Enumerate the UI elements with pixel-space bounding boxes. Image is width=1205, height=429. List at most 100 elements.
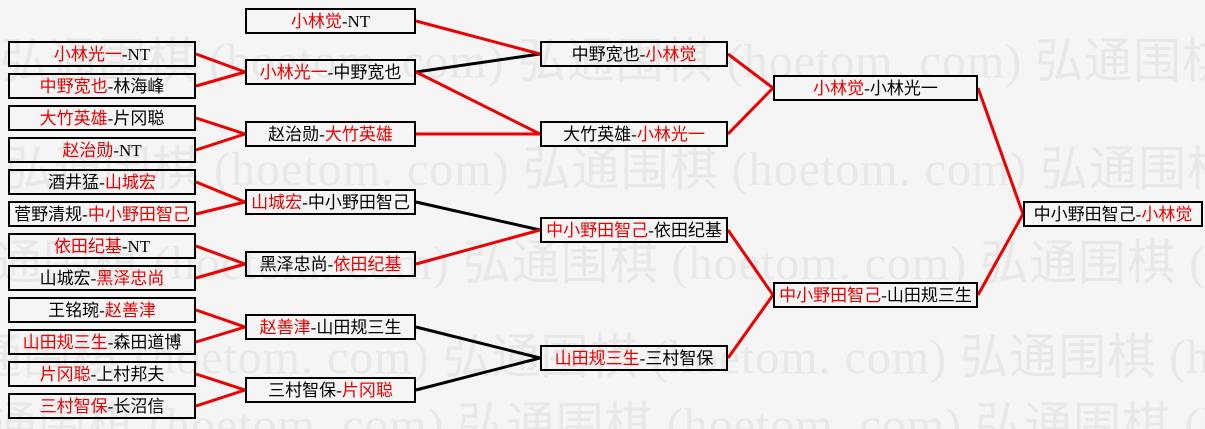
separator: -: [107, 76, 114, 96]
player-name: NT: [119, 140, 142, 160]
connector-line: [195, 116, 246, 136]
player-name: 赵善津: [259, 317, 311, 337]
player-name: 上村邦夫: [96, 364, 165, 384]
connector-line: [195, 200, 246, 216]
separator: -: [107, 396, 114, 416]
player-name: 山田规三生: [886, 285, 972, 305]
connector-line: [727, 52, 774, 90]
match-a4: 赵治勋-NT: [8, 137, 196, 163]
player-name: 小林光一: [53, 44, 122, 64]
separator: -: [336, 380, 342, 400]
separator: -: [107, 108, 114, 128]
player-name: 小林光一: [259, 62, 328, 82]
separator: -: [631, 124, 637, 144]
player-name: 黑泽忠尚: [96, 268, 165, 288]
separator: -: [121, 44, 128, 64]
separator: -: [99, 300, 105, 320]
match-a11: 片冈聪-上村邦夫: [8, 361, 196, 387]
player-name: 赵治勋: [62, 140, 114, 160]
match-a9: 王铭琬-赵善津: [8, 297, 196, 323]
connector-line: [195, 262, 246, 280]
player-name: 山田规三生: [554, 348, 640, 368]
match-e1: 中小野田智己-小林觉: [1023, 201, 1203, 227]
player-name: 中野宽也: [333, 62, 402, 82]
connector-line: [195, 325, 246, 344]
watermark-row: 弘通围棋 (hoetom. com) 弘通围棋 (hoetom. com) 弘通…: [0, 399, 1205, 429]
separator: -: [113, 140, 119, 160]
connector-line: [415, 356, 541, 392]
player-name: 山城宏: [251, 192, 303, 212]
connector-line: [726, 229, 775, 296]
match-d1: 小林觉-小林光一: [773, 75, 978, 101]
connector-line: [195, 308, 246, 329]
separator: -: [121, 236, 128, 256]
player-name: 小林光一: [869, 78, 938, 98]
player-name: NT: [127, 44, 151, 64]
player-name: 酒井猛: [48, 172, 100, 192]
player-name: 大竹英雄: [39, 108, 108, 128]
player-name: 依田纪基: [53, 236, 122, 256]
match-a6: 菅野清规-中小野田智己: [8, 201, 196, 227]
player-name: 黑泽忠尚: [259, 254, 328, 274]
connector-line: [415, 52, 541, 74]
player-name: 小林觉: [290, 11, 342, 31]
player-name: NT: [127, 236, 151, 256]
player-name: 长沼信: [113, 396, 165, 416]
match-b6: 三村智保-片冈聪: [245, 377, 416, 403]
player-name: 王铭琬: [48, 300, 100, 320]
connector-line: [415, 228, 541, 266]
watermark-row: 弘通围棋 (hoetom. com) 弘通围棋 (hoetom. com) 弘通…: [0, 35, 1205, 88]
match-d2: 中小野田智己-山田规三生: [773, 282, 978, 308]
separator: -: [302, 192, 308, 212]
connector-line: [726, 86, 775, 136]
separator: -: [639, 44, 646, 64]
match-c3: 中小野田智己-依田纪基: [540, 217, 728, 243]
connector-line: [726, 294, 775, 359]
player-name: 林海峰: [113, 76, 165, 96]
connector-line: [195, 372, 246, 392]
match-a8: 山城宏-黑泽忠尚: [8, 265, 196, 291]
player-name: 大竹英雄: [563, 124, 632, 144]
connector-line: [415, 19, 541, 56]
player-name: 片冈聪: [341, 380, 393, 400]
match-c2: 大竹英雄-小林光一: [540, 121, 728, 147]
player-name: 三村智保: [39, 396, 108, 416]
match-b5: 赵善津-山田规三生: [245, 314, 416, 340]
match-b4: 黑泽忠尚-依田纪基: [245, 251, 416, 277]
player-name: 中小野田智己: [307, 192, 410, 212]
match-a12: 三村智保-长沼信: [8, 393, 196, 419]
player-name: 森田道博: [113, 332, 182, 352]
match-b2: 赵治勋-大竹英雄: [245, 121, 416, 147]
player-name: 小林光一: [636, 124, 705, 144]
separator: -: [341, 11, 348, 31]
player-name: 山田规三生: [316, 317, 402, 337]
player-name: 山田规三生: [22, 332, 108, 352]
match-b3: 山城宏-中小野田智己: [245, 189, 416, 215]
player-name: 依田纪基: [333, 254, 402, 274]
player-name: 中小野田智己: [87, 204, 190, 224]
separator: -: [99, 172, 105, 192]
player-name: 中小野田智己: [546, 220, 649, 240]
separator: -: [90, 364, 97, 384]
player-name: 赵善津: [104, 300, 156, 320]
connector-line: [195, 52, 246, 74]
connector-line: [976, 87, 1025, 215]
connector-line: [195, 70, 246, 88]
player-name: 三村智保: [645, 348, 714, 368]
connector-line: [415, 70, 541, 136]
player-name: 片冈聪: [39, 364, 91, 384]
player-name: 中野宽也: [571, 44, 640, 64]
player-name: 山城宏: [39, 268, 91, 288]
separator: -: [310, 317, 317, 337]
connector-line: [976, 213, 1025, 296]
match-a3: 大竹英雄-片冈聪: [8, 105, 196, 131]
player-name: 片冈聪: [113, 108, 165, 128]
separator: -: [107, 332, 114, 352]
player-name: 小林觉: [645, 44, 697, 64]
connector-line: [195, 388, 246, 408]
player-name: 菅野清规: [14, 204, 83, 224]
player-name: 三村智保: [268, 380, 337, 400]
connector-line: [195, 132, 246, 152]
